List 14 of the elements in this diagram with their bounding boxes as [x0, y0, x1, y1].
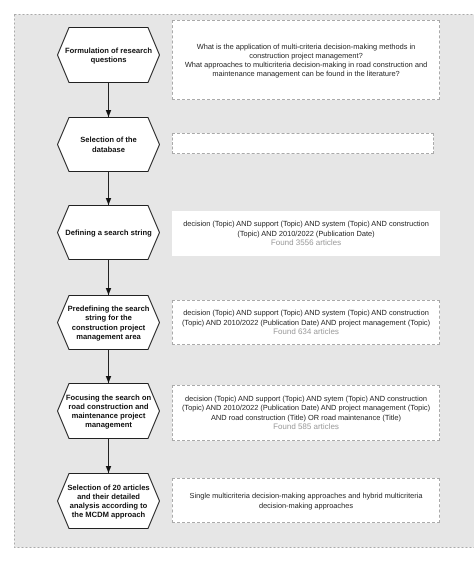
result-count: Found 585 articles: [273, 422, 339, 432]
arrow: [106, 260, 112, 296]
result-count: Found 3556 articles: [270, 238, 342, 248]
description-box: [172, 211, 440, 256]
arrow: [106, 172, 112, 206]
arrow: [106, 350, 112, 384]
description-box: [172, 20, 440, 100]
description-box: [172, 385, 440, 441]
arrow: [106, 82, 112, 118]
arrow: [106, 438, 112, 474]
description-box: [172, 478, 440, 523]
result-count: Found 634 articles: [273, 326, 339, 337]
empty-box: [172, 133, 434, 154]
description-box: [172, 300, 440, 345]
